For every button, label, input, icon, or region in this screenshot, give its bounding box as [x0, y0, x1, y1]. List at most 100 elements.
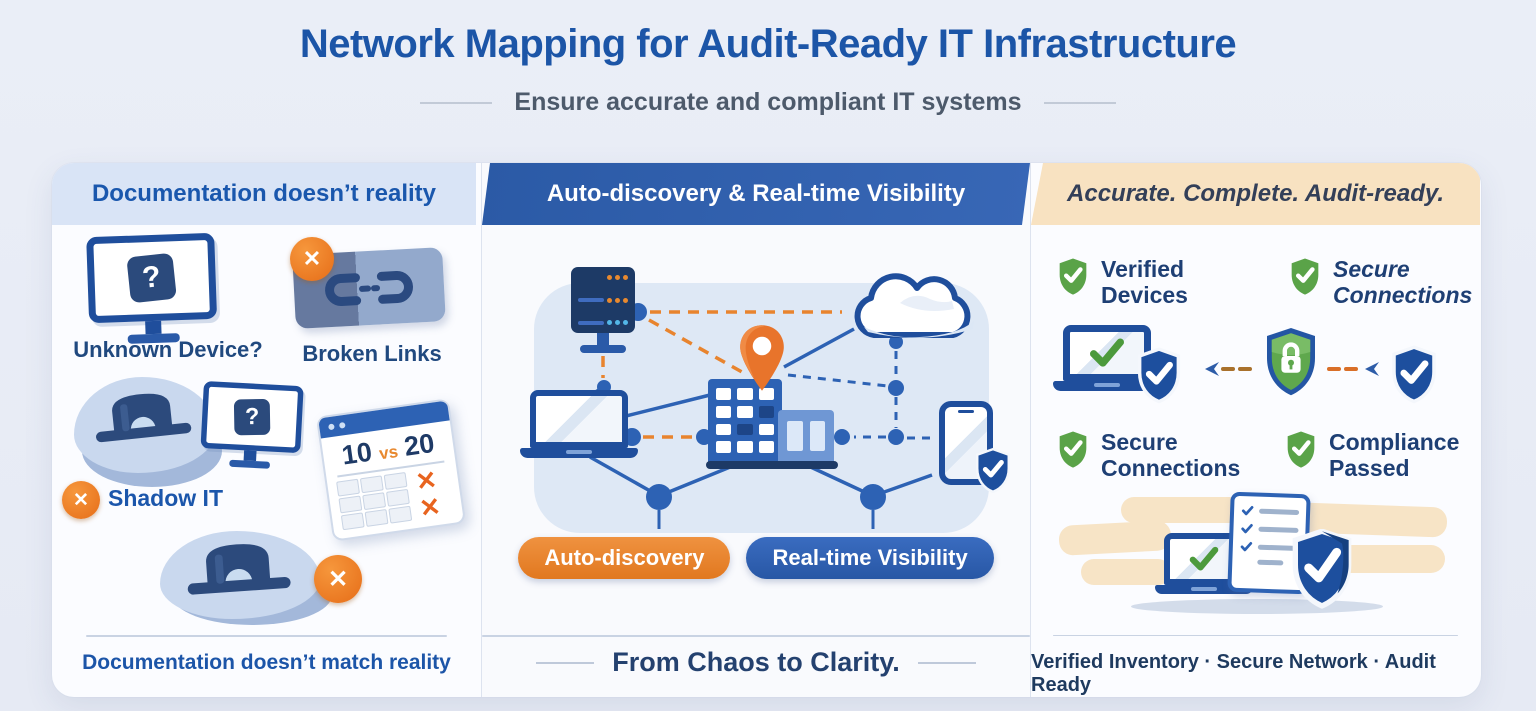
question-mark-icon: ?: [126, 252, 177, 304]
green-shield-check-icon: [1059, 258, 1087, 295]
page-title: Network Mapping for Audit-Ready IT Infra…: [299, 22, 1237, 66]
caption-left-dash: [536, 661, 595, 664]
panel-solution-body: Auto-discovery Real-time Visibility: [482, 225, 1030, 635]
dashed-arrow-left-icon: [1205, 362, 1257, 376]
unknown-device-label: Unknown Device?: [73, 337, 263, 362]
footer-rule: [86, 635, 447, 637]
panel-solution-header: Auto-discovery & Real-time Visibility: [482, 163, 1030, 225]
calendar-content: [327, 461, 464, 535]
green-shield-check-icon: [1287, 431, 1315, 468]
vs-label: vs: [377, 441, 400, 464]
broken-links-icon: [292, 247, 446, 329]
unknown-device-monitor-icon-2: ?: [200, 381, 304, 470]
outcome-caption: Verified Inventory · Secure Network · Au…: [1031, 651, 1436, 696]
panel-outcome-header: Accurate. Complete. Audit-ready.: [1031, 163, 1480, 225]
documented-count: 10: [339, 436, 374, 471]
green-check-icon: [1189, 546, 1219, 571]
blue-shield-check-icon: [1392, 345, 1436, 404]
server-stand: [597, 333, 609, 345]
building-annex: [778, 410, 834, 462]
audit-shield-check-icon: [1292, 529, 1352, 609]
benefit-secure-connections-top: Secure Connections: [1287, 256, 1473, 309]
window-dot: [328, 423, 335, 431]
benefit-label: Secure Connections: [1101, 429, 1241, 481]
unknown-device-monitor-icon: ?: [86, 232, 218, 345]
laptop-base: [1155, 585, 1253, 594]
solution-caption: From Chaos to Clarity.: [612, 647, 900, 677]
panel-outcome-footer: Verified Inventory · Secure Network · Au…: [1031, 635, 1480, 697]
x-mark-icon: [414, 468, 438, 496]
office-building-icon: [706, 377, 838, 469]
panel-problem-header: Documentation doesn’t reality: [52, 163, 476, 225]
solution-caption-row: From Chaos to Clarity.: [536, 647, 976, 678]
shadow-it-label: Shadow IT: [108, 485, 223, 511]
panel-solution-footer: From Chaos to Clarity.: [482, 635, 1030, 697]
building-base: [706, 461, 838, 469]
building-main: [708, 379, 782, 462]
network-connections: [579, 303, 934, 529]
benefit-compliance-passed: Compliance Passed: [1283, 429, 1465, 482]
blue-check-icon: [1241, 524, 1253, 534]
green-shield-check-icon: [1291, 258, 1319, 295]
blue-check-icon: [1240, 541, 1253, 552]
shield-check-icon: [976, 447, 1010, 494]
server-body: [571, 267, 635, 333]
monitor-frame: ?: [86, 232, 218, 324]
peach-blob: [1081, 559, 1171, 585]
monitor-frame: ?: [200, 381, 304, 454]
laptop-screen: [530, 390, 628, 448]
server-icon: [571, 267, 635, 353]
monitor-stand: [243, 450, 257, 462]
benefit-label: Compliance Passed: [1329, 429, 1460, 481]
panel-outcome: Accurate. Complete. Audit-ready. Verifie…: [1031, 163, 1480, 697]
benefit-label: Secure Connections: [1333, 256, 1473, 308]
cloud-icon: [854, 273, 974, 338]
footer-rule: [482, 635, 1030, 637]
benefit-secure-connections: Secure Connections: [1055, 429, 1241, 482]
laptop-base: [1053, 381, 1161, 391]
panel-outcome-body: Verified Devices Secure Connections: [1031, 225, 1480, 635]
panel-problem-footer: Documentation doesn’t match reality: [52, 635, 481, 697]
audit-checklist-icon: [1227, 491, 1311, 595]
x-mark-icon: [418, 495, 442, 523]
question-mark-icon: ?: [233, 398, 271, 436]
blue-check-icon: [1241, 506, 1254, 516]
dashed-arrow-right-icon: [1327, 362, 1379, 376]
footer-rule: [1053, 635, 1458, 636]
blue-shield-check-icon: [1137, 347, 1181, 404]
x-badge-icon: [290, 237, 334, 281]
page-subtitle: Ensure accurate and compliant IT systems: [514, 88, 1022, 116]
monitor-stand: [145, 320, 162, 335]
server-base: [580, 345, 626, 353]
benefit-verified-devices: Verified Devices: [1055, 256, 1237, 309]
location-pin-icon: [740, 325, 784, 391]
laptop-icon: [520, 390, 638, 458]
spreadsheet-grid-icon: [336, 472, 413, 533]
solution-badges: Auto-discovery Real-time Visibility: [482, 537, 1030, 579]
hat-icon: [187, 544, 291, 595]
mismatch-x-marks: [414, 468, 442, 522]
broken-chain-icon: [325, 271, 413, 306]
inventory-mismatch-card: 10 vs 20: [315, 398, 467, 542]
panel-solution: Auto-discovery & Real-time Visibility: [481, 163, 1031, 697]
hat-icon: [96, 393, 192, 443]
x-badge-icon: [314, 555, 362, 603]
green-shield-check-icon: [1059, 431, 1087, 468]
x-badge-icon: [62, 481, 100, 519]
audit-ready-illustration: [1058, 491, 1451, 621]
monitor-base: [229, 459, 271, 469]
panel-problem-body: ? Unknown Device? Broken Links: [52, 225, 481, 635]
problem-caption: Documentation doesn’t match reality: [82, 651, 451, 674]
window-dot: [338, 421, 346, 429]
lock-shield-icon: [1267, 328, 1315, 396]
actual-count: 20: [402, 427, 437, 462]
broken-links-label: Broken Links: [302, 341, 442, 366]
auto-discovery-badge: Auto-discovery: [518, 537, 731, 579]
subtitle-right-rule: [1043, 101, 1116, 104]
realtime-visibility-badge: Real-time Visibility: [746, 537, 994, 579]
panel-problem: Documentation doesn’t reality ? Unknown …: [52, 163, 481, 697]
page-subtitle-row: Ensure accurate and compliant IT systems: [0, 88, 1536, 117]
subtitle-left-rule: [420, 101, 493, 104]
laptop-base: [520, 448, 638, 458]
benefit-label: Verified Devices: [1101, 256, 1188, 308]
